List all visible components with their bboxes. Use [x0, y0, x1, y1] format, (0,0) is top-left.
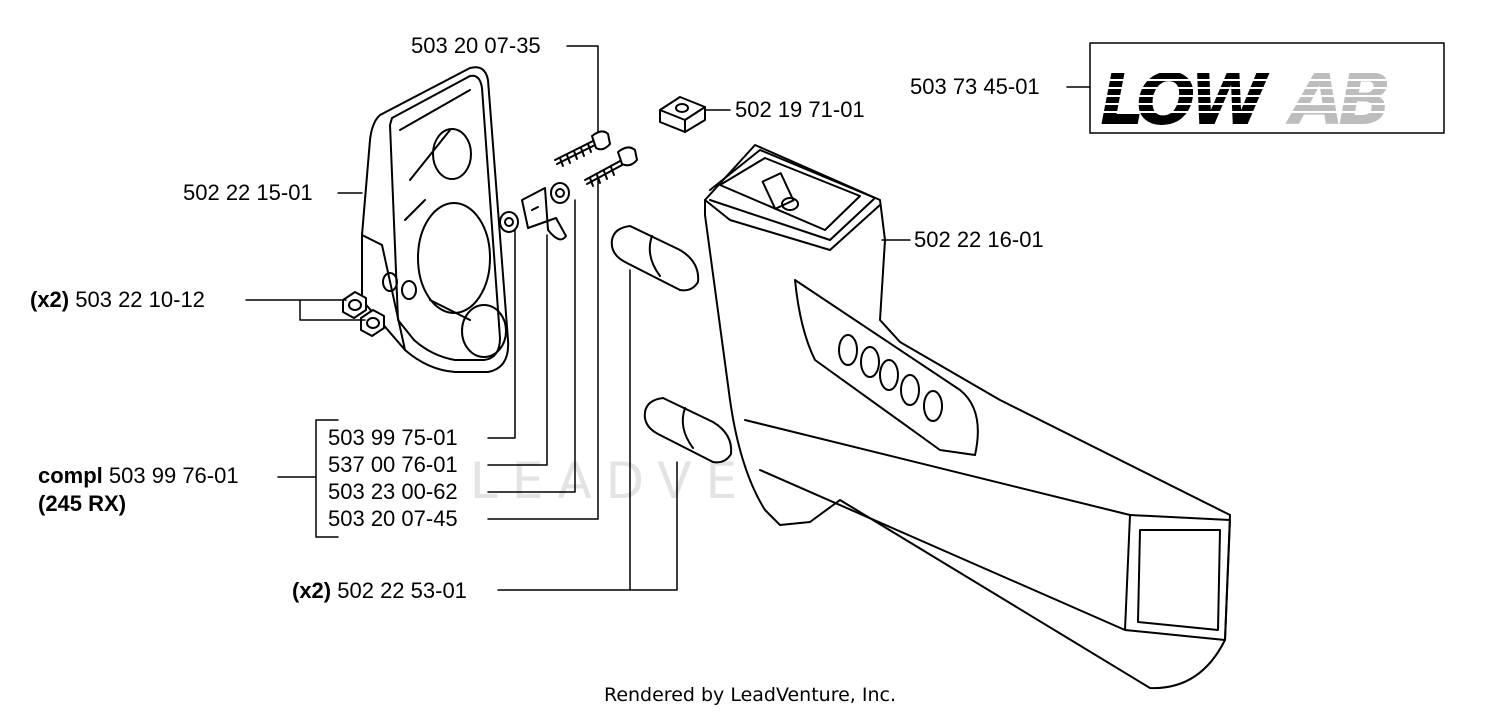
part-number: 502 22 53-01 [337, 578, 467, 603]
rubber-buffer-part [610, 225, 733, 464]
kit-item-label: 503 99 75-01 [328, 425, 458, 450]
footer-credit: Rendered by LeadVenture, Inc. [603, 684, 897, 706]
quantity-prefix: (x2) [30, 287, 70, 312]
kit-number: 503 99 76-01 [108, 463, 239, 488]
kit-label: compl 503 99 76-01 [38, 464, 239, 488]
screws-part [554, 130, 638, 187]
part-label: 502 22 16-01 [914, 227, 1044, 252]
bracket-washer-part [499, 182, 570, 241]
quantity-part-label: (x2) 503 22 10-12 [30, 288, 205, 312]
part-label: 502 19 71-01 [735, 97, 865, 122]
square-nut-part [659, 96, 706, 133]
part-label: 503 73 45-01 [910, 74, 1040, 99]
leader-lines [245, 45, 1091, 591]
quantity-prefix: (x2) [292, 578, 332, 603]
part-label: 503 20 07-35 [411, 33, 541, 58]
lowab-logo-lettering: LOW AB [1095, 59, 1440, 141]
part-number: 503 22 10-12 [75, 287, 205, 312]
kit-item-label: 537 00 76-01 [328, 452, 458, 477]
kit-word: compl [38, 463, 103, 488]
kit-model: (245 RX) [38, 491, 127, 516]
cover-plate-part [361, 66, 510, 373]
kit-item-label: 503 20 07-45 [328, 506, 458, 531]
part-label: 502 22 15-01 [183, 180, 313, 205]
kit-item-label: 503 23 00-62 [328, 479, 458, 504]
nuts-part [342, 291, 385, 337]
quantity-part-label: (x2) 502 22 53-01 [292, 579, 467, 603]
handle-part [704, 144, 1231, 690]
